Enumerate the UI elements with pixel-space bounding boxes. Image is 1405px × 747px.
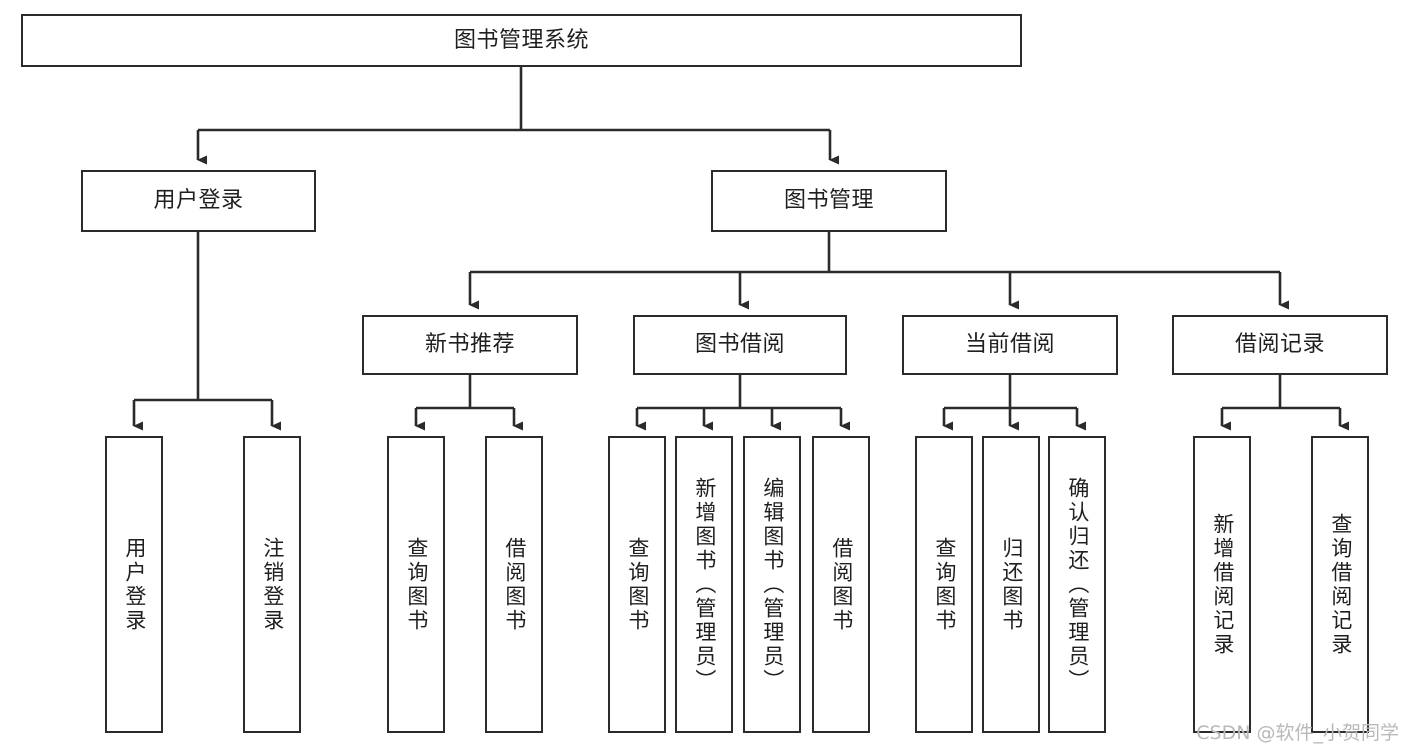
leaf-new-book-borrow[interactable]: 借阅图书	[485, 436, 543, 733]
watermark: CSDN @软件_小贺同学	[1196, 722, 1399, 744]
node-current-borrow[interactable]: 当前借阅	[902, 315, 1118, 375]
node-label: 图书管理系统	[453, 27, 589, 53]
node-label: 归还图书	[999, 536, 1024, 633]
leaf-user-login-login[interactable]: 用户登录	[105, 436, 163, 733]
node-label: 图书借阅	[694, 332, 785, 358]
node-label: 查询借阅记录	[1328, 512, 1353, 657]
node-label: 用户登录	[153, 188, 244, 214]
leaf-user-login-logout[interactable]: 注销登录	[243, 436, 301, 733]
node-label: 借阅图书	[829, 536, 854, 633]
node-label: 当前借阅	[964, 332, 1055, 358]
node-label: 用户登录	[122, 536, 147, 633]
leaf-current-borrow-confirm[interactable]: 确认归还（管理员）	[1048, 436, 1106, 733]
leaf-book-borrow-edit[interactable]: 编辑图书（管理员）	[743, 436, 801, 733]
node-label: 图书管理	[783, 188, 874, 214]
node-label: 新增图书（管理员）	[692, 476, 717, 693]
node-book-borrow[interactable]: 图书借阅	[633, 315, 847, 375]
leaf-book-borrow-query[interactable]: 查询图书	[608, 436, 666, 733]
leaf-new-book-query[interactable]: 查询图书	[387, 436, 445, 733]
node-label: 借阅图书	[502, 536, 527, 633]
node-label: 查询图书	[932, 536, 957, 633]
node-new-book-recommend[interactable]: 新书推荐	[362, 315, 578, 375]
leaf-book-borrow-add[interactable]: 新增图书（管理员）	[675, 436, 733, 733]
leaf-borrow-record-query[interactable]: 查询借阅记录	[1311, 436, 1369, 733]
leaf-current-borrow-query[interactable]: 查询图书	[915, 436, 973, 733]
node-label: 借阅记录	[1234, 332, 1325, 358]
node-label: 编辑图书（管理员）	[760, 476, 785, 693]
node-label: 查询图书	[404, 536, 429, 633]
node-label: 新书推荐	[424, 332, 515, 358]
node-book-management[interactable]: 图书管理	[711, 170, 947, 232]
leaf-borrow-record-add[interactable]: 新增借阅记录	[1193, 436, 1251, 733]
leaf-book-borrow-borrow[interactable]: 借阅图书	[812, 436, 870, 733]
node-borrow-record[interactable]: 借阅记录	[1172, 315, 1388, 375]
node-label: 确认归还（管理员）	[1065, 476, 1090, 693]
leaf-current-borrow-return[interactable]: 归还图书	[982, 436, 1040, 733]
node-label: 注销登录	[260, 536, 285, 633]
node-user-login[interactable]: 用户登录	[81, 170, 316, 232]
node-root-system[interactable]: 图书管理系统	[21, 14, 1022, 67]
node-label: 新增借阅记录	[1210, 512, 1235, 657]
node-label: 查询图书	[625, 536, 650, 633]
